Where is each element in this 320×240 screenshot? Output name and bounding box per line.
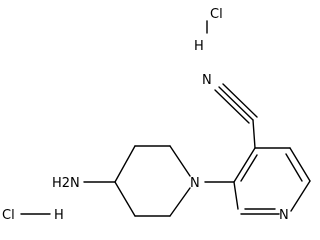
nitrile-to-ring-bond [252,119,256,149]
pyridine-bond-2-inner [285,153,303,182]
hcl-bottom: Cl H [2,208,64,223]
pyridine-bond-6-inner [240,154,258,182]
molecule-diagram: Cl H N N N H2N [2,7,311,223]
piperidine-bond-3 [114,145,136,183]
hydrogen-label-top: H [194,39,204,54]
amine-label: H2N [52,176,80,191]
pyridine-bond-5 [233,181,239,210]
piperidine-bond-1 [169,145,191,177]
pyridine-bond-6 [233,147,256,183]
pyridine-bond-3 [290,180,311,212]
pyridine-bond-2 [289,147,311,182]
chlorine-label-bottom: Cl [2,208,15,223]
piperidine-bond-6 [169,187,191,217]
piperidine-ring: N [114,145,200,217]
triple-bond-line-3 [222,83,258,118]
piperidine-nitrogen-label: N [190,176,200,191]
pyridine-nitrogen-label: N [279,208,289,223]
nitrile-nitrogen-label: N [202,73,212,88]
hcl-top: Cl H [194,7,223,54]
pyridine-ring: N [233,147,311,223]
hydrogen-label-bottom: H [54,208,64,223]
piperidine-bond-4 [114,181,136,217]
triple-bond-line-2 [214,89,250,124]
chlorine-label-top: Cl [210,7,223,22]
nitrile-group: N [202,73,258,149]
amino-group: H2N [52,176,116,191]
triple-bond-line-1 [218,86,254,121]
